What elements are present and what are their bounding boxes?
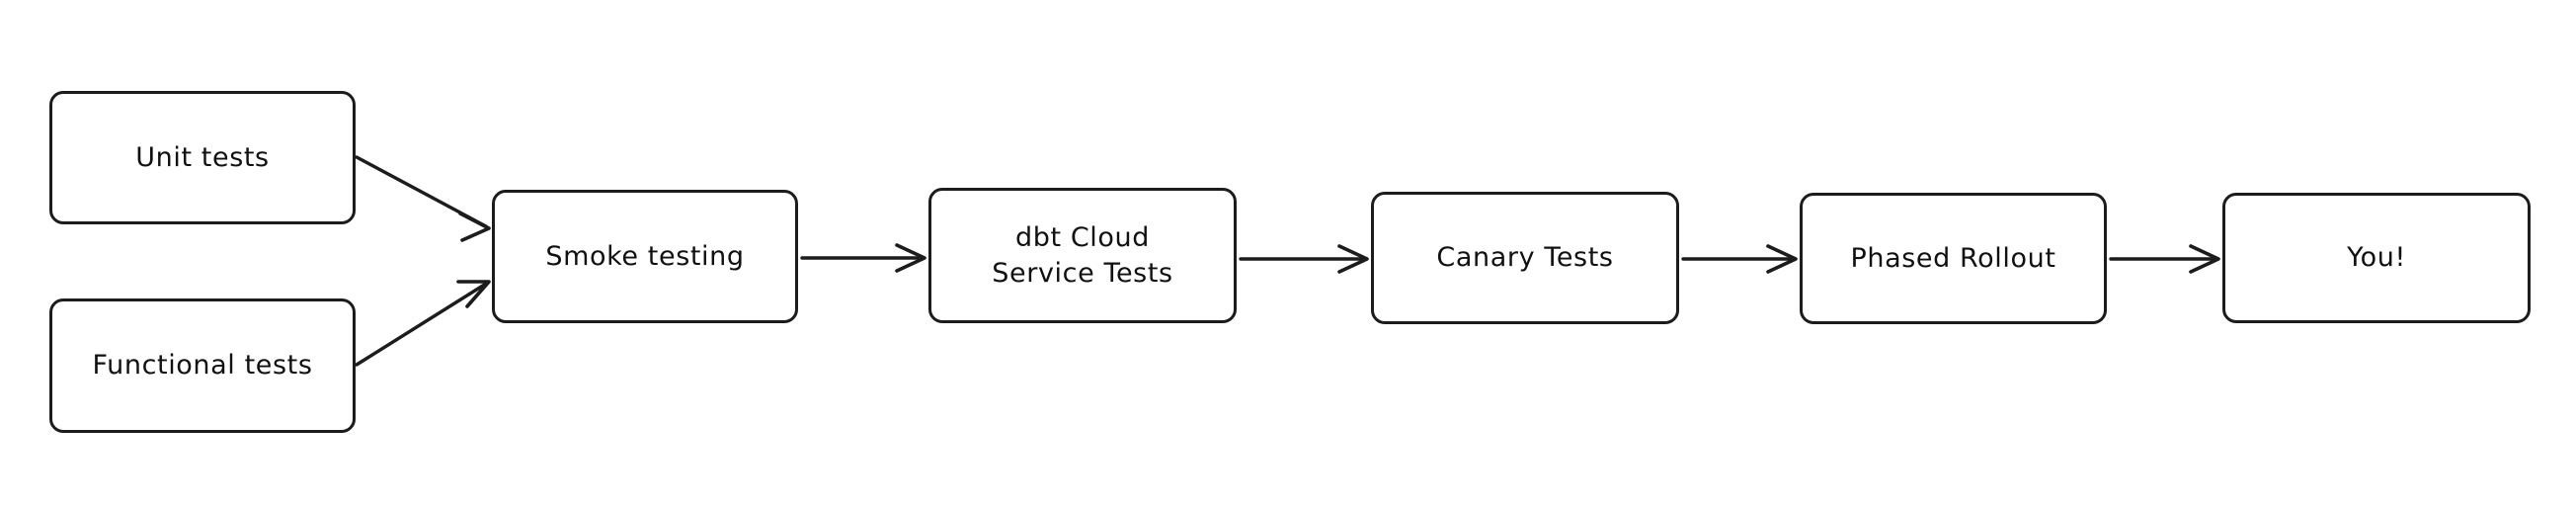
edge-functional-tests-to-smoke-testing	[355, 280, 491, 367]
node-you-label: You!	[2347, 242, 2406, 274]
node-phased-rollout[interactable]: Phased Rollout	[1800, 193, 2107, 324]
node-unit-tests[interactable]: Unit tests	[49, 91, 356, 224]
node-canary-tests[interactable]: Canary Tests	[1371, 192, 1679, 324]
node-unit-tests-label: Unit tests	[135, 141, 270, 173]
node-smoke-testing-label: Smoke testing	[545, 240, 745, 272]
node-phased-rollout-label: Phased Rollout	[1850, 242, 2056, 274]
edge-phased-rollout-to-you	[2109, 244, 2220, 274]
node-dbt-cloud-service-tests[interactable]: dbt Cloud Service Tests	[928, 188, 1237, 323]
node-smoke-testing[interactable]: Smoke testing	[492, 190, 798, 323]
edge-smoke-testing-to-dbt-cloud	[800, 243, 926, 273]
edge-canary-tests-to-phased-rollout	[1681, 244, 1798, 274]
node-functional-tests[interactable]: Functional tests	[49, 298, 356, 433]
node-you[interactable]: You!	[2222, 193, 2531, 323]
node-functional-tests-label: Functional tests	[92, 350, 313, 382]
node-canary-tests-label: Canary Tests	[1436, 242, 1614, 274]
node-dbt-cloud-service-tests-label: dbt Cloud Service Tests	[992, 221, 1173, 289]
edge-unit-tests-to-smoke-testing	[355, 155, 491, 242]
edge-dbt-cloud-to-canary-tests	[1239, 244, 1369, 274]
